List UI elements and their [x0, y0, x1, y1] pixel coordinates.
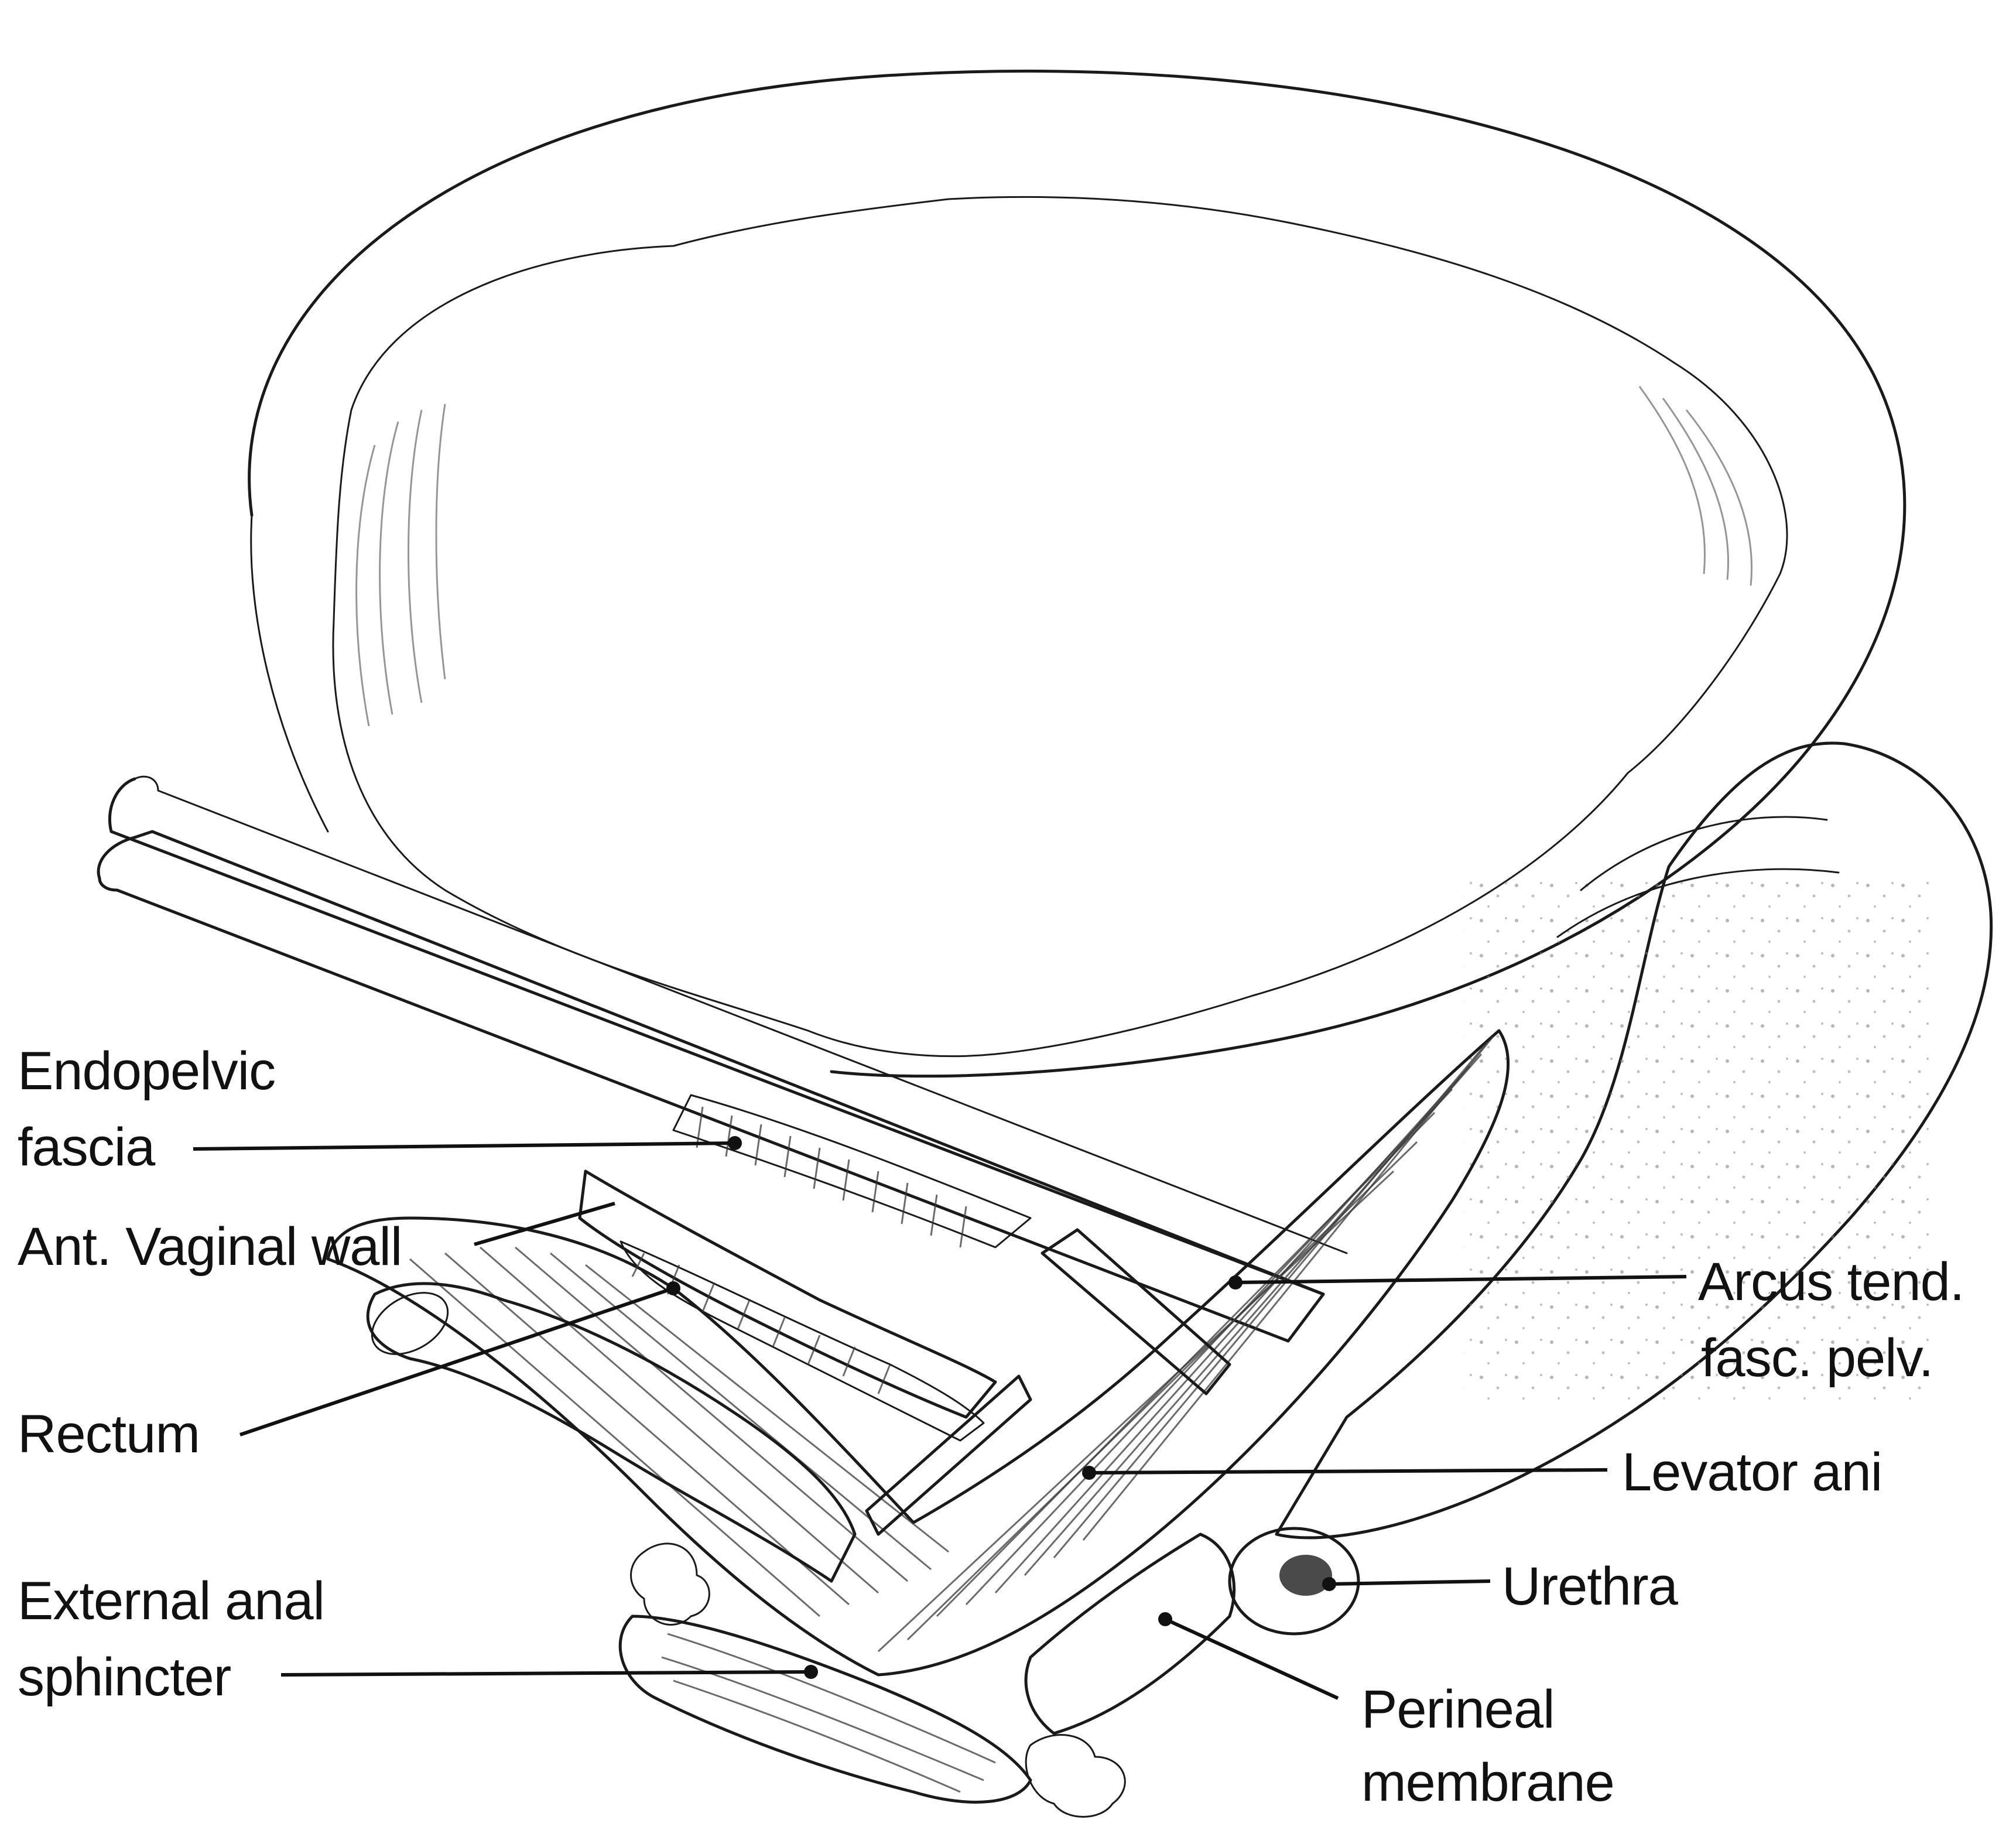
leader-arcus-tend	[1235, 1275, 1687, 1284]
bone-speckle-texture	[1464, 878, 1932, 1405]
endopelvic-fascia	[672, 1094, 1032, 1248]
levator-ani-muscle	[326, 1029, 1510, 1677]
levator-cut-window	[1040, 1228, 1231, 1395]
label-urethra: Urethra	[1502, 1557, 1679, 1616]
external-anal-sphincter	[618, 1614, 1032, 1804]
labels: Endopelvic fascia Ant. Vaginal wall Rect…	[18, 1041, 1964, 1812]
vaginal-wall-hatching	[631, 1253, 891, 1394]
label-external-anal-sphincter-2: sphincter	[18, 1647, 231, 1707]
urethra-lumen	[1279, 1555, 1332, 1596]
leader-endopelvic-fascia	[193, 1141, 735, 1151]
endopelvic-fascia-striations	[696, 1106, 967, 1248]
urethra	[1228, 1527, 1360, 1636]
retractor-bar-top-line	[108, 777, 1325, 1296]
label-endopelvic-fascia-1: Endopelvic	[18, 1041, 275, 1101]
label-perineal-membrane-1: Perineal	[1361, 1680, 1555, 1739]
leader-urethra	[1329, 1579, 1491, 1586]
retractor-bar	[97, 830, 1325, 1343]
label-arcus-tend-1: Arcus tend.	[1698, 1252, 1964, 1312]
label-ant-vaginal-wall: Ant. Vaginal wall	[18, 1217, 402, 1277]
ant-vaginal-wall-fold	[619, 1240, 985, 1442]
fat-lobules-bottom	[1025, 1734, 1126, 1818]
sphincter-hatching	[661, 1633, 996, 1793]
pelvic-rim-outer	[248, 69, 1907, 1078]
label-external-anal-sphincter-1: External anal	[18, 1571, 324, 1631]
pelvic-wall-shading-left	[355, 403, 446, 727]
levator-cut-edge	[865, 1374, 1032, 1536]
pubic-bone-ridge	[1556, 816, 1840, 938]
levator-ani-hatching	[409, 1036, 1494, 1653]
leader-levator-ani	[1089, 1468, 1608, 1475]
fat-lobules	[630, 1542, 710, 1626]
label-perineal-membrane-2: membrane	[1361, 1753, 1614, 1812]
pelvic-rim-outer-left	[250, 514, 329, 833]
label-levator-ani: Levator ani	[1622, 1442, 1882, 1502]
leader-lines	[193, 1136, 1687, 1700]
rectum-opening	[371, 1292, 449, 1355]
retractor-bar-end	[134, 775, 1348, 1254]
perineal-membrane	[1024, 1533, 1236, 1735]
label-rectum: Rectum	[18, 1404, 200, 1464]
leader-rectum	[239, 1287, 674, 1436]
pelvic-inlet	[332, 196, 1788, 1058]
leader-perineal-membrane	[1164, 1617, 1339, 1700]
pelvic-wall-shading-right	[1638, 386, 1753, 586]
leader-external-anal-sphincter	[280, 1670, 812, 1677]
leader-ant-vaginal-wall	[474, 1202, 615, 1246]
vaginal-canal	[578, 1169, 997, 1419]
label-endopelvic-fascia-2: fascia	[18, 1117, 156, 1177]
label-arcus-tend-2: fasc. pelv.	[1701, 1328, 1933, 1388]
